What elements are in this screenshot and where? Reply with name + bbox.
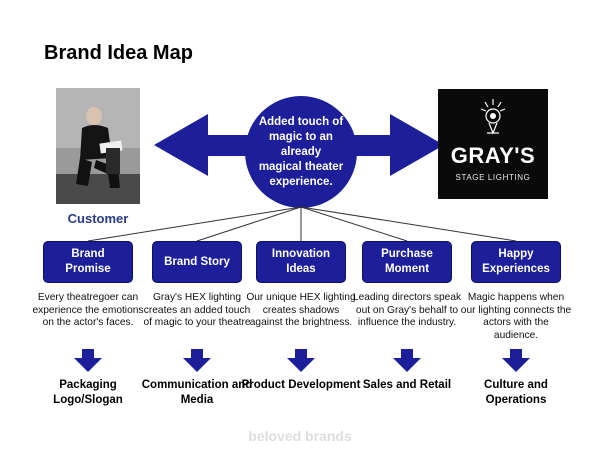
pillar-result: Sales and Retail (362, 379, 452, 391)
customer-photo (56, 88, 140, 204)
pillar-label: Brand Promise (65, 248, 111, 275)
fan-lines (87, 206, 517, 242)
arrow-right-to-logo (350, 114, 444, 176)
down-arrows (74, 349, 530, 372)
watermark: beloved brands (248, 428, 352, 444)
pillar-result: Communication and Media (141, 379, 253, 406)
center-idea: Added touch of magic to an already magic… (246, 97, 356, 207)
pillar-result: Packaging Logo/Slogan (53, 379, 123, 406)
stage-light-icon (480, 99, 506, 135)
pillar-description: Gray's HEX lighting creates an added tou… (143, 292, 251, 328)
pillar-box-innovation-ideas: Innovation Ideas (256, 241, 346, 283)
down-arrow-3 (287, 349, 315, 372)
fan-line-5 (300, 206, 517, 242)
down-arrow-2 (183, 349, 211, 372)
pillar-box-happy-experiences: Happy Experiences (471, 241, 561, 283)
pillar-box-brand-story: Brand Story (152, 241, 242, 283)
pillar-description: Our unique HEX lighting creates shadows … (246, 292, 356, 328)
down-arrow-5 (502, 349, 530, 372)
pillar-label: Happy Experiences (482, 248, 550, 275)
down-arrow-4 (393, 349, 421, 372)
fan-line-4 (300, 206, 408, 242)
down-arrow-1 (74, 349, 102, 372)
pillar-box-purchase-moment: Purchase Moment (362, 241, 452, 283)
fan-line-2 (196, 206, 302, 242)
center-idea-text: Added touch of magic to an already magic… (258, 115, 344, 188)
pillar-label: Brand Story (164, 255, 230, 268)
fan-line-1 (87, 206, 302, 242)
page-title: Brand Idea Map (44, 42, 193, 64)
logo-name: GRAY'S (450, 143, 536, 168)
pillar-box-brand-promise: Brand Promise (43, 241, 133, 283)
pillar-result: Culture and Operations (484, 379, 548, 406)
pillar-description: Leading directors speak out on Gray's be… (352, 292, 462, 328)
pillar-description: Magic happens when our lighting connects… (460, 292, 572, 341)
logo-tagline: STAGE LIGHTING (455, 173, 531, 182)
pillar-label: Purchase Moment (381, 248, 433, 275)
pillar-description: Every theatregoer can experience the emo… (32, 292, 144, 328)
customer-label: Customer (67, 211, 129, 226)
pillar-label: Innovation Ideas (271, 248, 331, 275)
grays-logo: GRAY'S STAGE LIGHTING (438, 89, 548, 199)
pillar-result: Product Development (241, 379, 361, 391)
center-circle-shape (245, 96, 357, 208)
customer-figure-icon (56, 88, 140, 204)
arrow-left-to-customer (154, 114, 250, 176)
